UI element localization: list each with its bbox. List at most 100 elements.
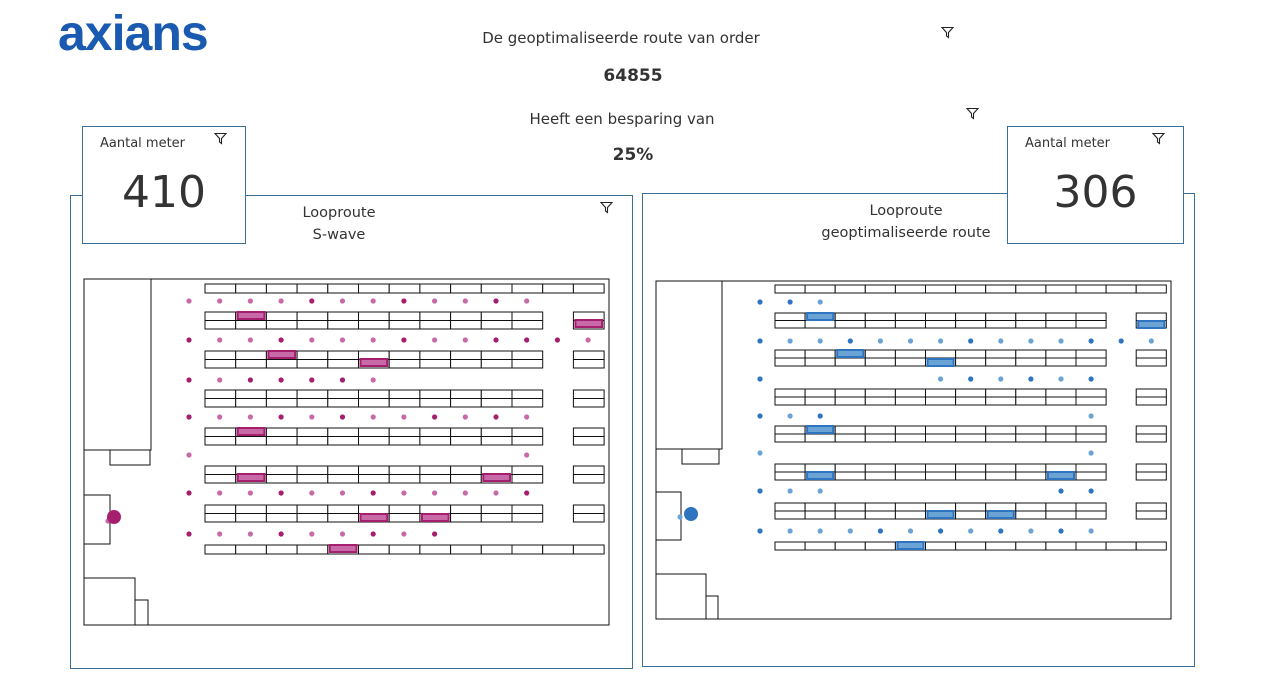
route-dot	[370, 490, 376, 496]
route-dot	[309, 414, 315, 420]
rack-cell	[1075, 541, 1107, 551]
logo-text: axians	[58, 14, 208, 56]
filter-icon[interactable]	[1152, 132, 1165, 145]
pick-location	[806, 471, 835, 480]
route-dot	[847, 338, 853, 344]
route-dot	[309, 531, 315, 537]
header-line1: De geoptimaliseerde route van order	[482, 29, 760, 47]
route-dot	[757, 338, 763, 344]
route-dot	[278, 377, 284, 383]
route-dot	[432, 298, 438, 304]
rack-cell	[1075, 284, 1107, 294]
route-dot	[217, 377, 223, 383]
route-dot	[401, 337, 407, 343]
pick-location	[1137, 320, 1166, 329]
route-dot	[278, 337, 284, 343]
route-dot	[757, 376, 763, 382]
route-dot	[817, 299, 823, 305]
pick-location	[482, 473, 511, 482]
route-dot	[186, 531, 192, 537]
rack-cell	[1015, 541, 1047, 551]
route-dot	[432, 414, 438, 420]
route-dot	[847, 528, 853, 534]
route-dot	[309, 298, 315, 304]
rack-cell	[572, 283, 605, 294]
storage-block	[655, 573, 707, 620]
pick-location	[926, 358, 955, 367]
route-dot	[217, 490, 223, 496]
route-dot	[938, 376, 944, 382]
route-dot	[217, 414, 223, 420]
route-dot	[1088, 338, 1094, 344]
left-title-line1: Looproute	[302, 205, 376, 221]
route-dot	[278, 490, 284, 496]
header-line2: Heeft een besparing van	[529, 110, 715, 128]
route-dot	[462, 298, 468, 304]
rack-cell	[774, 541, 806, 551]
route-dot	[968, 338, 974, 344]
pick-location	[328, 544, 358, 553]
route-dot	[787, 338, 793, 344]
order-number: 64855	[603, 66, 663, 86]
route-dot	[217, 531, 223, 537]
rack-cell	[1105, 284, 1137, 294]
route-dot	[309, 377, 315, 383]
filter-icon[interactable]	[214, 132, 227, 145]
rack-cell	[985, 541, 1017, 551]
pick-location	[1046, 471, 1076, 480]
route-dot	[817, 413, 823, 419]
storage-block	[83, 278, 152, 451]
filter-icon[interactable]	[941, 26, 954, 39]
route-dot	[998, 376, 1004, 382]
route-dot	[998, 528, 1004, 534]
route-dot	[462, 414, 468, 420]
route-dot	[787, 413, 793, 419]
right-panel-title: Looproute geoptimaliseerde route	[821, 200, 990, 244]
storage-block	[83, 577, 136, 626]
route-dot	[370, 531, 376, 537]
route-dot	[370, 298, 376, 304]
saving-percentage: 25%	[612, 145, 654, 165]
warehouse-outline	[83, 278, 610, 626]
route-dot	[907, 528, 914, 534]
route-dot	[817, 528, 823, 534]
route-dot	[907, 338, 914, 344]
route-dot	[186, 377, 192, 383]
route-dot	[186, 490, 192, 496]
left-kpi-card: Aantal meter 410	[82, 126, 246, 244]
route-dot	[1028, 376, 1034, 382]
route-dot	[217, 337, 223, 343]
pick-location	[574, 319, 604, 328]
route-dot	[1148, 338, 1154, 344]
route-dot	[877, 528, 884, 534]
route-dot	[1088, 450, 1094, 456]
pick-location	[359, 513, 389, 522]
route-dot	[339, 337, 346, 343]
rack-cell	[894, 284, 927, 294]
right-title-line1: Looproute	[869, 203, 943, 219]
right-title-line2: geoptimaliseerde route	[821, 225, 991, 241]
route-dot	[1058, 528, 1064, 534]
pick-location	[896, 541, 925, 550]
rack-cell	[834, 541, 866, 551]
route-dot	[817, 488, 823, 494]
route-dot	[247, 490, 253, 496]
left-kpi-value: 410	[122, 167, 206, 218]
route-dot	[524, 414, 530, 420]
filter-icon[interactable]	[600, 201, 613, 214]
route-dot	[1028, 338, 1034, 344]
route-dot	[186, 452, 192, 458]
rack-cell	[572, 544, 605, 555]
route-dot	[339, 490, 346, 496]
warehouse-outline	[655, 280, 1172, 620]
filter-icon[interactable]	[966, 107, 979, 120]
route-dot	[432, 531, 438, 537]
route-dot	[787, 488, 793, 494]
right-kpi-label: Aantal meter	[1025, 136, 1111, 151]
route-dot	[278, 298, 284, 304]
route-dot	[938, 528, 944, 534]
route-dot	[462, 337, 468, 343]
route-dot	[370, 377, 376, 383]
rack-cell	[1105, 541, 1137, 551]
